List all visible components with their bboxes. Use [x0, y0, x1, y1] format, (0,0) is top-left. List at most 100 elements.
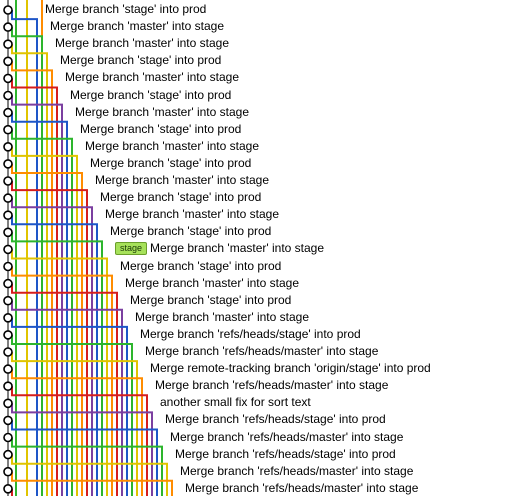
commit-message: Merge branch 'stage' into prod [90, 155, 252, 170]
commit-node [3, 142, 13, 152]
graph-merge-line [11, 300, 123, 496]
commit-row[interactable]: Merge branch 'master' into stage [105, 206, 279, 223]
commit-node [3, 381, 13, 392]
commit-node [3, 364, 13, 374]
commit-message: Merge branch 'refs/heads/master' into st… [145, 344, 379, 358]
graph-merge-line [11, 352, 138, 496]
commit-message: Merge branch 'stage' into prod [70, 87, 232, 102]
commit-row[interactable]: Merge branch 'refs/heads/stage' into pro… [175, 446, 396, 463]
commit-message: Merge branch 'master' into stage [50, 19, 224, 34]
graph-merge-line [11, 454, 168, 496]
graph-merge-line [11, 78, 58, 496]
graph-merge-line [11, 266, 113, 496]
graph-merge-line [11, 420, 158, 496]
commit-row[interactable]: Merge branch 'stage' into prod [60, 52, 221, 69]
graph-merge-line [11, 163, 83, 496]
graph-merge-line [11, 488, 178, 496]
commit-node [3, 295, 13, 306]
commit-node [3, 159, 13, 169]
commit-node [3, 432, 13, 443]
commit-node [3, 90, 13, 101]
commit-row[interactable]: Merge branch 'refs/heads/master' into st… [145, 343, 378, 360]
commit-message: Merge remote-tracking branch 'origin/sta… [150, 361, 431, 376]
commit-row[interactable]: Merge branch 'master' into stage [125, 275, 299, 292]
commit-node [3, 312, 13, 323]
commit-row[interactable]: Merge branch 'stage' into prod [110, 223, 271, 240]
commit-message: Merge branch 'master' into stage [150, 241, 325, 256]
commit-node [3, 449, 13, 460]
commit-node [3, 5, 13, 15]
commit-message: Merge branch 'master' into stage [75, 104, 249, 119]
commit-message: Merge branch 'refs/heads/master' into st… [180, 463, 414, 478]
commit-row[interactable]: Merge branch 'refs/heads/master' into st… [180, 463, 413, 480]
commit-row[interactable]: Merge branch 'stage' into prod [120, 258, 281, 275]
commit-row[interactable]: Merge branch 'stage' into prod [70, 87, 231, 104]
commit-row[interactable]: Merge branch 'stage' into prod [130, 292, 291, 309]
commit-row[interactable]: Merge branch 'master' into stage [135, 309, 309, 326]
graph-merge-line [11, 112, 68, 496]
commit-node [3, 22, 13, 32]
graph-merge-line [11, 27, 43, 496]
commit-message: Merge branch 'master' into stage [95, 173, 269, 187]
graph-merge-line [11, 403, 153, 496]
graph-merge-line [11, 181, 88, 496]
commit-message: Merge branch 'stage' into prod [130, 292, 292, 307]
commit-message: Merge branch 'master' into stage [105, 207, 279, 222]
commit-message: Merge branch 'refs/heads/master' into st… [155, 378, 389, 393]
commit-message: another small fix for sort text [160, 395, 311, 410]
commit-row[interactable]: Merge branch 'master' into stage [75, 104, 249, 121]
commit-row[interactable]: Merge branch 'refs/heads/stage' into pro… [140, 326, 361, 343]
commit-row[interactable]: Merge branch 'master' into stage [95, 172, 269, 189]
commit-row[interactable]: Merge branch 'refs/heads/master' into st… [155, 377, 388, 394]
commit-row[interactable]: Merge branch 'refs/heads/stage' into pro… [165, 411, 386, 428]
commit-node [3, 176, 13, 186]
branch-ref-badge[interactable]: stage [115, 242, 148, 256]
commit-row[interactable]: Merge branch 'stage' into prod [45, 1, 206, 18]
commit-message: Merge branch 'stage' into prod [120, 258, 282, 273]
commit-row[interactable]: Merge branch 'refs/heads/master' into st… [170, 429, 403, 446]
commit-message: Merge branch 'stage' into prod [80, 121, 242, 136]
commit-row[interactable]: Merge branch 'master' into stage [65, 69, 239, 86]
commit-node [3, 347, 13, 357]
commit-row[interactable]: another small fix for sort text [160, 394, 311, 411]
commit-node [3, 227, 13, 238]
commit-row[interactable]: Merge branch 'refs/heads/master' into st… [185, 480, 418, 497]
commit-node [3, 398, 13, 409]
commit-row[interactable]: Merge branch 'master' into stage [50, 18, 224, 35]
graph-merge-line [11, 369, 143, 496]
commit-message: Merge branch 'refs/heads/master' into st… [185, 480, 419, 495]
commit-row[interactable]: Merge branch 'master' into stage [55, 35, 229, 52]
commit-row[interactable]: Merge branch 'stage' into prod [100, 189, 261, 206]
commit-row[interactable]: Merge branch 'stage' into prod [90, 155, 251, 172]
commit-row[interactable]: Merge remote-tracking branch 'origin/sta… [150, 360, 431, 377]
commit-node [3, 244, 13, 255]
commit-node [3, 124, 13, 135]
graph-merge-line [11, 334, 133, 496]
commit-message: Merge branch 'stage' into prod [45, 2, 207, 16]
commit-node [3, 73, 13, 84]
commit-node [3, 466, 13, 477]
commit-message: Merge branch 'stage' into prod [100, 190, 262, 205]
graph-merge-line [11, 471, 173, 496]
commit-node [3, 210, 13, 220]
commit-node [3, 39, 13, 50]
commit-message: Merge branch 'master' into stage [65, 70, 239, 85]
graph-merge-line [11, 198, 93, 496]
commit-row[interactable]: Merge branch 'stage' into prod [80, 121, 241, 138]
graph-merge-line [11, 61, 53, 496]
commit-message: Merge branch 'master' into stage [55, 36, 229, 51]
graph-merge-line [11, 215, 98, 496]
commit-message: Merge branch 'refs/heads/master' into st… [170, 429, 404, 444]
commit-node [3, 278, 13, 289]
commit-node [3, 330, 13, 340]
commit-node [3, 193, 13, 203]
commit-message: Merge branch 'stage' into prod [110, 224, 272, 239]
commit-message: Merge branch 'master' into stage [125, 275, 299, 290]
commit-row[interactable]: Merge branch 'master' into stage [85, 138, 259, 155]
commit-message: Merge branch 'master' into stage [135, 309, 309, 324]
commit-node [3, 107, 13, 118]
commit-message: Merge branch 'refs/heads/stage' into pro… [165, 412, 386, 427]
commit-node [3, 261, 13, 272]
